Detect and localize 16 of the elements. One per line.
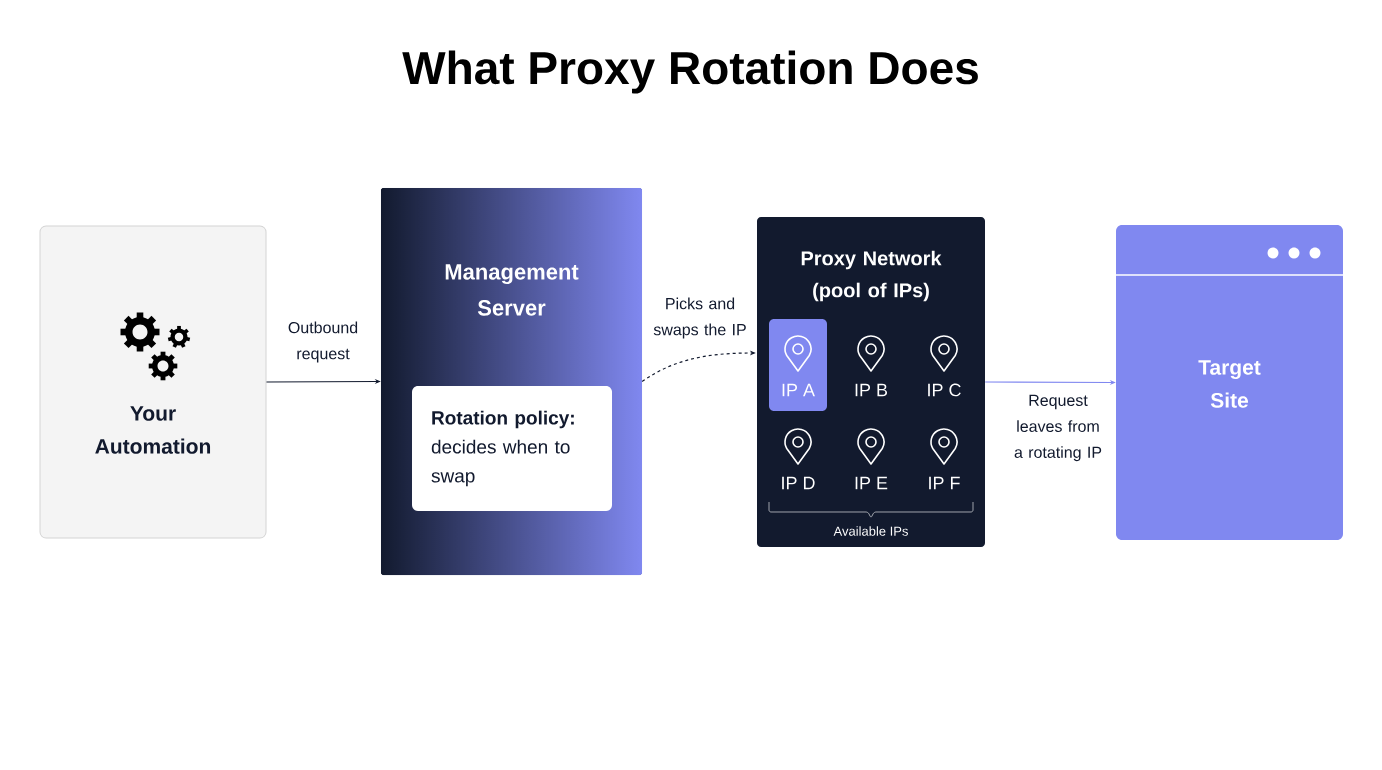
policy-text: Rotation policy: decides when to swap [431,410,574,487]
edge-label: Outbound request [277,320,369,364]
ip-label: IP E [855,476,888,490]
node-title: Your Automation [95,406,211,454]
node-title: Target Site [1198,360,1261,408]
node-title: Proxy Network (pool of IPs) [801,250,942,302]
node-title: Management Server [445,264,579,316]
ip-label: IP B [855,383,888,397]
group-label: Available IPs [833,526,908,536]
edge-label: Request leaves from a rotating IP [1007,393,1109,463]
ip-label: IP F [929,476,960,490]
title: What Proxy Rotation Does [402,50,978,94]
ip-label: IP D [782,476,815,490]
ip-label: IP C [928,383,961,397]
edge-label: Picks and swaps the IP [649,296,751,340]
ip-label: IP A [782,383,815,397]
